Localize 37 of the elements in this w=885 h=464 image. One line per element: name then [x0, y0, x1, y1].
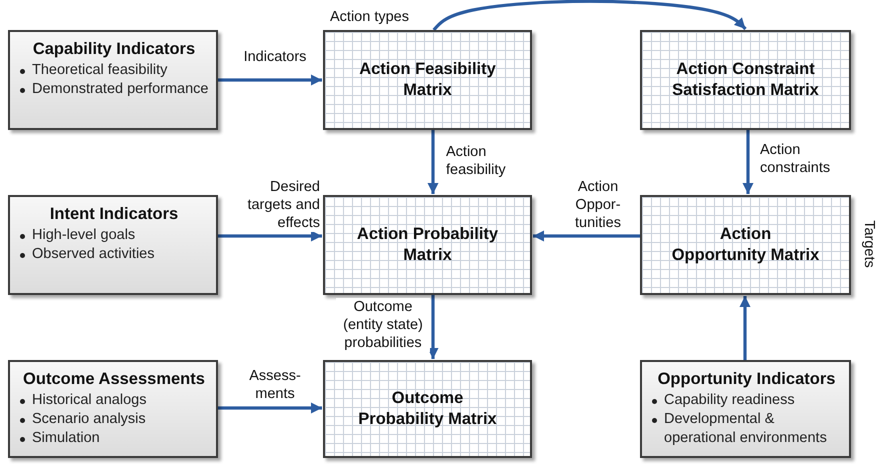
indicator-panel [640, 360, 851, 458]
bullet-item: Scenario analysis [32, 410, 146, 429]
bullet-item: Simulation [32, 428, 100, 448]
panel-title: Outcome Assessments [23, 370, 205, 389]
arrow [533, 230, 640, 242]
bullet-item: Observed activities [32, 244, 154, 264]
matrix-box [640, 195, 851, 295]
bullet-item: Theoretical feasibility [32, 61, 168, 80]
box-title: Outcome Probability Matrix [357, 388, 498, 430]
box-title: Action Constraint Satisfaction Matrix [671, 58, 820, 101]
bullet-item: Developmental & operational environments [664, 410, 828, 448]
panel-title: Opportunity Indicators [658, 370, 836, 389]
matrix-box [323, 30, 532, 130]
bullet-item: Historical analogs [32, 391, 146, 410]
matrix-box [323, 360, 532, 458]
box-title: Action Feasibility Matrix [358, 58, 497, 101]
arrow [432, 0, 747, 32]
matrix-box [323, 195, 532, 295]
arrow [428, 130, 438, 194]
indicator-panel [8, 360, 218, 458]
box-title: Action Probability Matrix [356, 224, 500, 266]
bullet-item: Demonstrated performance [32, 80, 208, 99]
panel-title: Capability Indicators [32, 40, 196, 59]
side-label: Targets [860, 220, 877, 268]
arrow [740, 296, 750, 360]
arrow [218, 74, 322, 86]
arrow [218, 402, 322, 414]
arrow [742, 130, 754, 194]
arrow [218, 230, 322, 242]
indicator-panel [8, 195, 218, 295]
box-title: Action Opportunity Matrix [670, 224, 820, 266]
bullet-item: High-level goals [32, 226, 136, 245]
indicator-panel [8, 30, 218, 130]
bullet-item: Capability readiness [664, 391, 795, 410]
panel-title: Intent Indicators [50, 205, 178, 224]
arrow [428, 295, 438, 359]
matrix-box [640, 30, 851, 130]
